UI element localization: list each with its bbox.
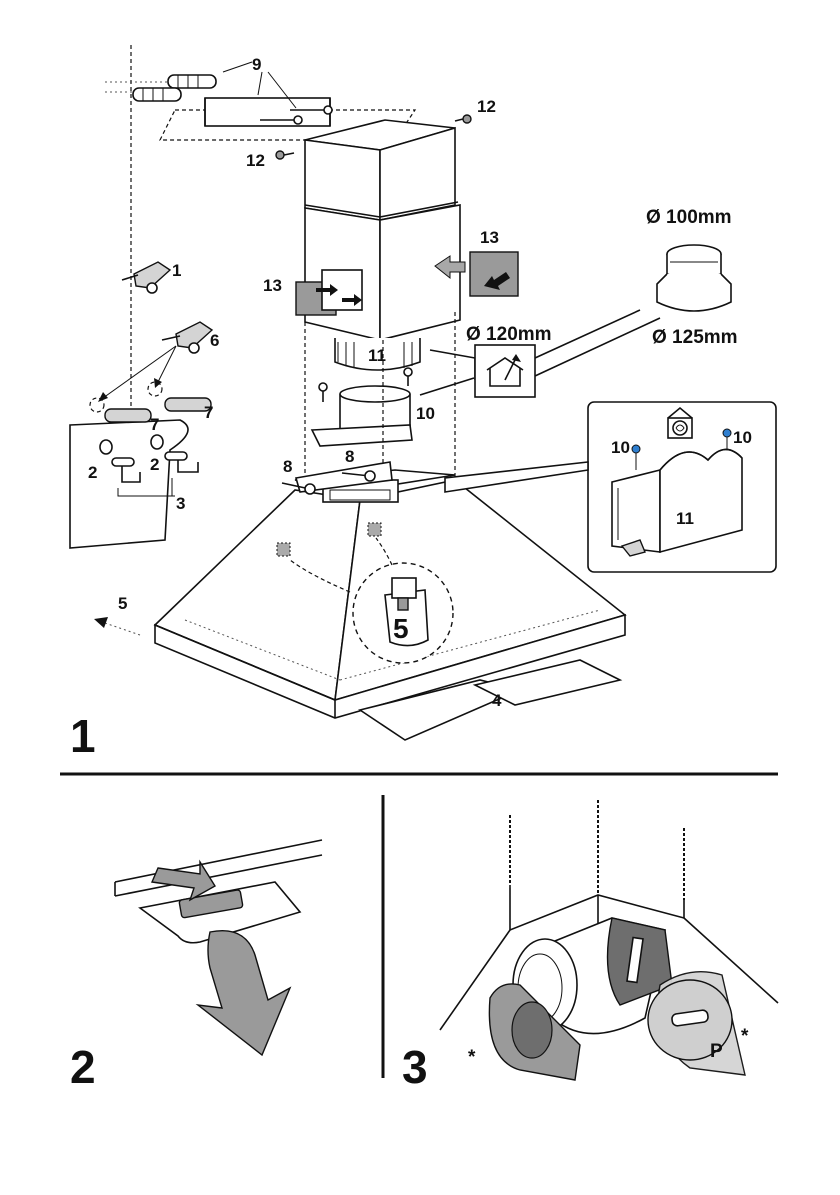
figure-number-1: 1 [70,710,96,762]
duct-adapter: 10 [312,368,435,446]
callout-11-inset: 11 [676,509,694,528]
wall-panel: 1 6 7 7 [70,261,219,548]
callout-5-detail: 5 [393,613,409,644]
callout-1: 1 [172,261,181,280]
carbon-filter-right-detail: P * [648,972,749,1075]
callout-10-adapter: 10 [416,404,435,423]
figure-number-2: 2 [70,1041,96,1093]
callout-12-top: 12 [477,97,496,116]
hand-drill-icon [162,322,212,353]
duct-collar: 11 [335,338,420,370]
callout-10-inset-right: 10 [733,428,752,447]
dimension-125: Ø 125mm [652,327,738,348]
callout-7-left: 7 [150,415,159,434]
dimension-100: Ø 100mm [646,207,732,228]
figure-2: 2 [70,840,322,1093]
callout-7-right: 7 [204,403,213,422]
callout-4: 4 [492,691,502,710]
figure-1: 9 12 12 11 [70,45,776,762]
carbon-filter-right [470,252,518,296]
house-duct-icon [475,345,535,397]
label-p: P [710,1041,723,1062]
duct-reducer: Ø 100mm Ø 125mm [646,207,738,348]
callout-5: 5 [118,594,127,613]
callout-13-right: 13 [480,228,499,247]
callout-2-left: 2 [88,463,97,482]
hand-drill-icon [122,262,170,293]
wall-plug-icon [133,75,216,101]
callout-12-bottom: 12 [246,151,265,170]
figure-number-3: 3 [402,1041,428,1093]
callout-10-inset-left: 10 [611,438,630,457]
star-right: * [741,1026,749,1047]
callout-2-right: 2 [150,455,159,474]
callout-6: 6 [210,331,219,350]
callout-9: 9 [252,55,261,74]
callout-8-left: 8 [283,457,292,476]
star-left: * [468,1047,476,1068]
top-bracket [205,98,330,126]
callout-13-left: 13 [263,276,282,295]
figure-3: * P * 3 [402,800,778,1093]
callout-8-right: 8 [345,447,354,466]
pull-down-arrow [198,931,290,1055]
dimension-120: Ø 120mm [466,324,552,345]
callout-3: 3 [176,494,185,513]
